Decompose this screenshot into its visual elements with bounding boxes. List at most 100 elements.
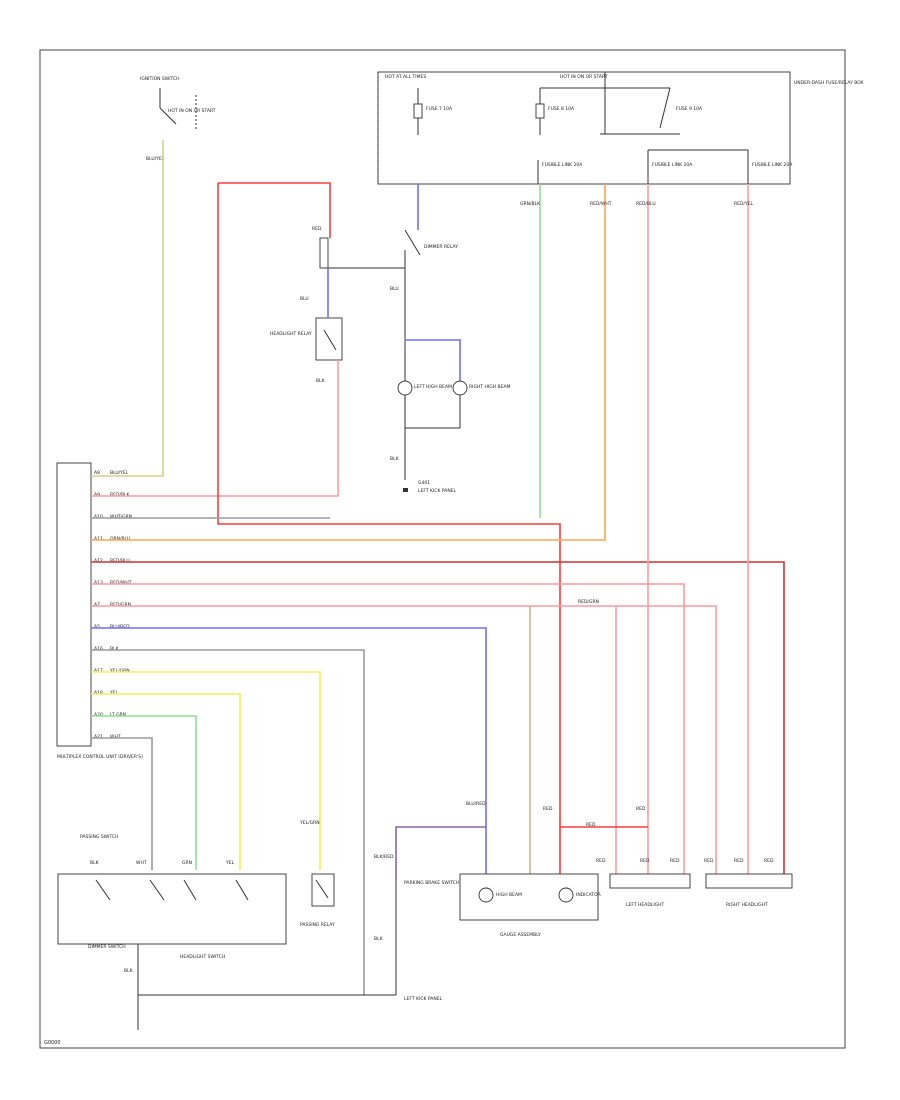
wire-darkred-a12 bbox=[91, 561, 785, 875]
passing-relay-label: PASSING RELAY bbox=[300, 922, 335, 928]
wire-pink-a13 bbox=[91, 583, 685, 875]
switch-contacts bbox=[95, 879, 249, 901]
wire-pink-a9 bbox=[91, 360, 339, 497]
pin-a16-color: BLK bbox=[110, 646, 120, 652]
wire-label-w13: RED bbox=[636, 806, 646, 812]
pin-a10-color: WHT/GRN bbox=[110, 514, 132, 520]
wire-label-w18: RED bbox=[670, 858, 680, 864]
pin-a12: A12 bbox=[94, 558, 103, 564]
fuse-7-label: FUSE 7 10A bbox=[426, 106, 453, 112]
wire-yellow-a17 bbox=[91, 671, 321, 870]
diagram-frame bbox=[39, 49, 846, 1049]
wire-gray-a21 bbox=[91, 737, 153, 870]
parking-brake-label: PARKING BRAKE SWITCH bbox=[404, 880, 459, 886]
right-hi-lamp-label: RIGHT HIGH BEAM bbox=[469, 384, 511, 390]
fuse-9-label: FUSE 9 10A bbox=[676, 106, 703, 112]
control-unit-label: MULTIPLEX CONTROL UNIT (DRIVER'S) bbox=[57, 754, 143, 760]
relay-contact bbox=[323, 329, 337, 351]
wire-label-w32: RED bbox=[734, 858, 744, 864]
wire-purple-gauge bbox=[395, 826, 486, 880]
hot-at-all-times-label: HOT AT ALL TIMES bbox=[385, 74, 426, 80]
ground-g401-symbol bbox=[403, 488, 408, 492]
left-hi-lamp-label: LEFT HIGH BEAM bbox=[414, 384, 452, 390]
wire-blue-lamp bbox=[405, 339, 461, 380]
pin-a8: A8 bbox=[94, 470, 100, 476]
pin-a21-color: WHT bbox=[110, 734, 121, 740]
wire-orange-a11 bbox=[91, 184, 606, 541]
pin-a12-color: RED/BLU bbox=[110, 558, 130, 564]
wire-label-w2: RED bbox=[312, 226, 322, 232]
footer-code: G0000 bbox=[44, 1040, 61, 1046]
wire-label-w8: RED/WHT bbox=[590, 201, 612, 207]
pin-a7-color: RED/GRN bbox=[110, 602, 131, 608]
ignition-switch-label: IGNITION SWITCH bbox=[140, 76, 180, 82]
wire-label-w19: WHT bbox=[136, 860, 147, 866]
wire-label-w1: BLU/YEL bbox=[146, 156, 165, 162]
control-unit bbox=[56, 462, 92, 747]
hot-in-on-label: HOT IN ON OR START bbox=[560, 74, 608, 80]
wire-label-w7: GRN/BLK bbox=[520, 201, 541, 207]
pin-a5-color: BLU/RED bbox=[110, 624, 130, 630]
wire-blue-a5 bbox=[91, 627, 487, 875]
wire-label-w14: RED bbox=[586, 822, 596, 828]
wire-label-w4: BLU bbox=[390, 286, 399, 292]
wire-label-w15: BLU/RED bbox=[466, 801, 486, 807]
pin-a18: A18 bbox=[94, 690, 103, 696]
relay-box-title: UNDER-DASH FUSE/RELAY BOX bbox=[794, 80, 864, 86]
wire-label-w31: RED bbox=[704, 858, 714, 864]
pin-a20: A20 bbox=[94, 712, 103, 718]
pin-a7: A7 bbox=[94, 602, 100, 608]
ign-switch bbox=[159, 107, 177, 125]
dimmer-switch bbox=[404, 229, 421, 256]
high-beam-indicator bbox=[478, 887, 494, 903]
pin-a13: A13 bbox=[94, 580, 103, 586]
wire-label-w21: YEL bbox=[225, 860, 235, 866]
pin-a13-color: RED/WHT bbox=[110, 580, 132, 586]
wire-label-w9: RED/BLU bbox=[636, 201, 656, 207]
wire-label-w17: RED bbox=[640, 858, 650, 864]
ground-desc-label: LEFT KICK PANEL bbox=[418, 488, 457, 494]
switch-contact-4 bbox=[235, 879, 249, 901]
wire-label-w27: BLK bbox=[374, 936, 384, 942]
wire-label-w10: RED/YEL bbox=[734, 201, 754, 207]
fusible-link-b-label: FUSIBLE LINK 20A bbox=[652, 162, 693, 168]
dimmer-relay-label: DIMMER RELAY bbox=[424, 244, 458, 250]
passing-switch-label: PASSING SWITCH bbox=[80, 834, 118, 840]
wire-label-w26: RED/GRN bbox=[578, 599, 599, 605]
fusible-link-a-label: FUSIBLE LINK 20A bbox=[542, 162, 583, 168]
fuse-9-switch bbox=[659, 87, 671, 129]
pin-a20-color: LT GRN bbox=[110, 712, 126, 718]
switch-contact-2 bbox=[149, 879, 165, 901]
hot-in-on-label-2: HOT IN ON OR START bbox=[168, 108, 216, 114]
wire-red-loop bbox=[217, 182, 561, 875]
gauge-assembly-label: GAUGE ASSEMBLY bbox=[500, 932, 541, 938]
wire-green-a20 bbox=[91, 715, 197, 870]
fuse-relay-box bbox=[377, 71, 791, 185]
left-headlight-label: LEFT HEADLIGHT bbox=[626, 902, 665, 908]
pin-a8-color: BLU/YEL bbox=[110, 470, 129, 476]
pin-labels: A8 BLU/YEL A9 RED/BLK A10 WHT/GRN A11 OR… bbox=[94, 470, 132, 740]
right-headlight-label: RIGHT HEADLIGHT bbox=[726, 902, 768, 908]
fuse-8 bbox=[535, 103, 545, 119]
wire-blue-dimmer bbox=[417, 184, 419, 230]
dimmer-relay-coil bbox=[319, 237, 329, 269]
right-headlight-connector bbox=[705, 873, 793, 889]
wire-label-w16: RED bbox=[596, 858, 606, 864]
pin-a9: A9 bbox=[94, 492, 100, 498]
passing-relay-contact bbox=[315, 879, 329, 899]
wire-label-w29: BLK/RED bbox=[374, 854, 394, 860]
pin-a5: A5 bbox=[94, 624, 100, 630]
pin-a11: A11 bbox=[94, 536, 103, 542]
fuse-7 bbox=[413, 103, 423, 119]
indicator-lamp bbox=[558, 887, 574, 903]
wire-label-w22: YEL/GRN bbox=[299, 820, 320, 826]
pin-a18-color: YEL bbox=[109, 690, 119, 696]
right-hi-lamp bbox=[452, 380, 468, 396]
pin-a9-color: RED/BLK bbox=[110, 492, 131, 498]
left-hi-lamp bbox=[397, 380, 413, 396]
wire-label-w24: BLK bbox=[124, 968, 134, 974]
headlight-relay-label: HEADLIGHT RELAY bbox=[270, 331, 312, 337]
wire-olive-a8 bbox=[91, 140, 164, 477]
pin-a21: A21 bbox=[94, 734, 103, 740]
